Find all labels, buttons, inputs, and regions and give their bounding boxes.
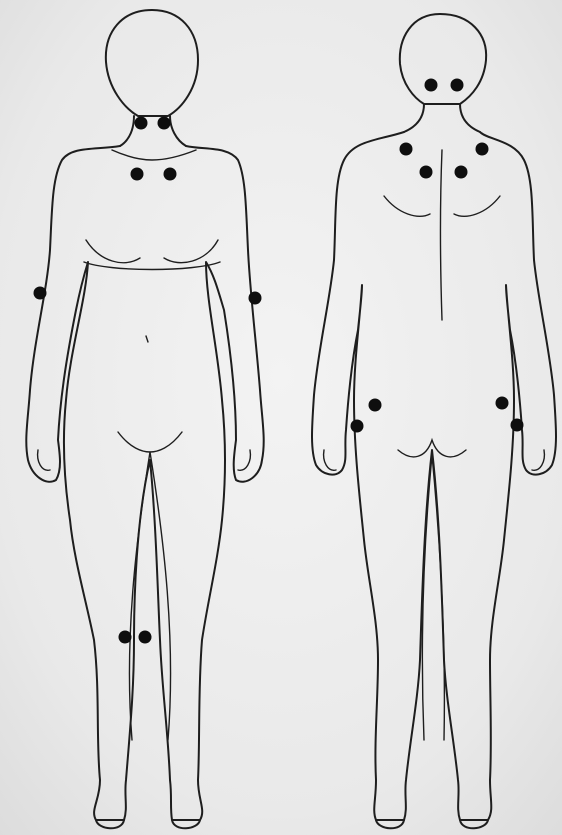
tender-point-back-trapezius-right: [476, 143, 489, 156]
tender-point-back-hip-left: [351, 420, 364, 433]
tender-point-front-knee-left: [119, 631, 132, 644]
tender-point-front-elbow-left: [34, 287, 47, 300]
tender-point-back-occiput-right: [451, 79, 464, 92]
tender-point-back-hip-right: [511, 419, 524, 432]
tender-point-back-trapezius-left: [400, 143, 413, 156]
tender-point-front-neck-right: [158, 117, 171, 130]
tender-point-front-chest-left: [131, 168, 144, 181]
tender-point-back-gluteal-left: [369, 399, 382, 412]
tender-point-front-elbow-right: [249, 292, 262, 305]
tender-point-back-supraspinatus-left: [420, 166, 433, 179]
tender-point-front-neck-left: [135, 117, 148, 130]
tender-point-back-occiput-left: [425, 79, 438, 92]
tender-point-back-supraspinatus-right: [455, 166, 468, 179]
tender-point-front-chest-right: [164, 168, 177, 181]
tender-point-front-knee-right: [139, 631, 152, 644]
tender-point-back-gluteal-right: [496, 397, 509, 410]
